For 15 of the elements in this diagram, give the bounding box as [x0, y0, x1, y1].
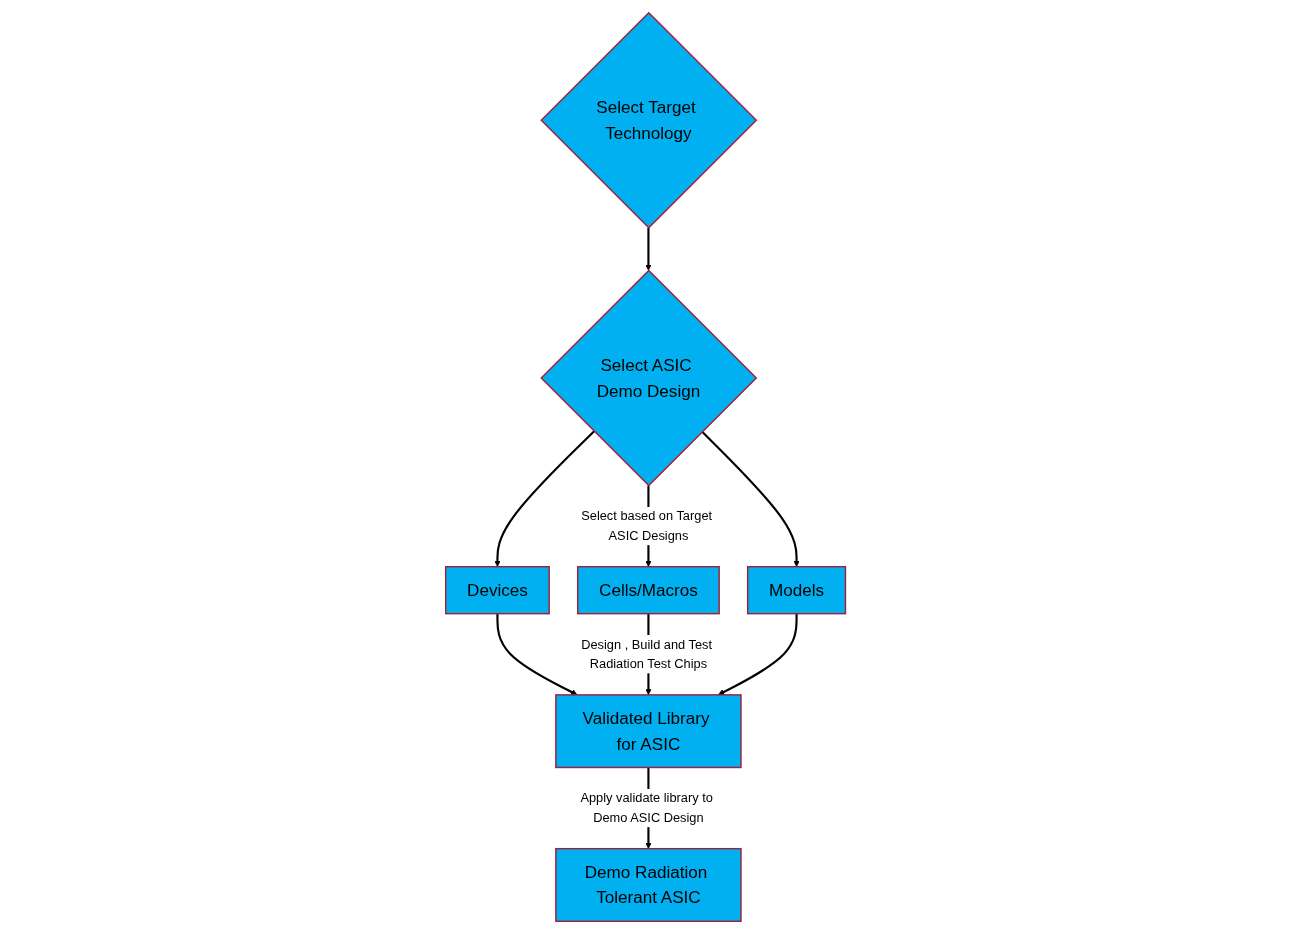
- arrow: [494, 430, 596, 567]
- arrow: [496, 613, 578, 696]
- node-box: Cells/Macros: [577, 566, 721, 615]
- arrow: [701, 431, 801, 567]
- node-box: Devices: [445, 566, 551, 615]
- edge-label: Select based on Target ASIC Designs: [581, 509, 713, 543]
- node-diamond: Select Target Technology: [540, 11, 758, 229]
- node-box: Models: [747, 566, 847, 615]
- edge-label: Design , Build and Test Radiation Test Chips: [581, 637, 713, 671]
- edge-label: Apply validate library to Demo ASIC Design: [580, 790, 714, 825]
- node-diamond: Select ASIC Demo Design: [540, 269, 758, 487]
- node-box: Demo Radiation Tolerant ASIC: [555, 847, 743, 922]
- arrow: [645, 227, 652, 271]
- arrow: [718, 613, 799, 696]
- node-box: Validated Library for ASIC: [555, 694, 743, 769]
